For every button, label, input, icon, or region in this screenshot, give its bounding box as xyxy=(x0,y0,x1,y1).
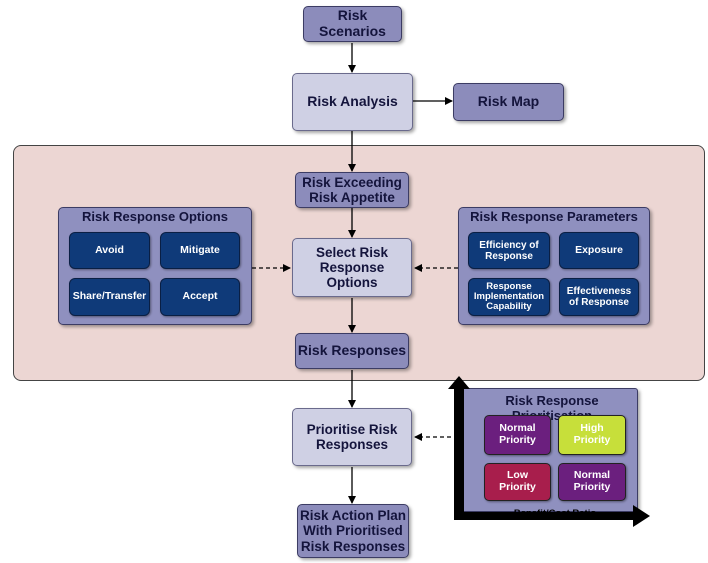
risk-analysis-label: Risk Analysis xyxy=(307,93,398,110)
high-line1: High xyxy=(580,422,604,435)
select-risk-response-options-node: Select Risk Response Options xyxy=(292,238,412,297)
avoid-option: Avoid xyxy=(69,232,150,269)
risk-map-node: Risk Map xyxy=(453,83,564,121)
normal-top-line2: Priority xyxy=(499,434,536,446)
impl-line2: Implementation xyxy=(473,291,545,303)
risk-responses-node: Risk Responses xyxy=(295,333,409,369)
risk-response-parameters-group: Risk Response Parameters Efficiency of R… xyxy=(458,207,650,325)
risk-exceeding-line1: Risk Exceeding xyxy=(302,174,402,190)
x-axis-label: Benefit/Cost Ratio xyxy=(513,508,597,519)
efficiency-line1: Efficiency of xyxy=(479,239,539,251)
risk-exceeding-line2: Risk Appetite xyxy=(309,190,395,205)
x-axis-arrow xyxy=(454,505,650,527)
y-axis-arrow xyxy=(448,376,470,517)
risk-responses-label: Risk Responses xyxy=(297,342,407,359)
risk-exceeding-appetite-node: Risk Exceeding Risk Appetite xyxy=(295,172,409,208)
accept-label: Accept xyxy=(182,290,218,303)
risk-scenarios-node: Risk Scenarios xyxy=(303,6,402,42)
action-line1: Risk Action Plan xyxy=(299,508,407,524)
risk-analysis-node: Risk Analysis xyxy=(292,73,413,131)
normal-priority-top: Normal Priority xyxy=(484,415,551,455)
select-line1: Select Risk xyxy=(315,244,389,260)
mitigate-label: Mitigate xyxy=(180,243,220,256)
normal-top-line1: Normal xyxy=(499,422,536,435)
avoid-label: Avoid xyxy=(95,243,124,256)
efficiency-of-response-param: Efficiency of Response xyxy=(468,232,550,269)
normal-priority-bottom: Normal Priority xyxy=(558,463,626,501)
risk-response-parameters-title: Risk Response Parameters xyxy=(470,209,638,224)
prioritisation-axes xyxy=(448,376,650,527)
high-line2: Priority xyxy=(573,434,611,446)
effect-line2: of Response xyxy=(568,297,629,308)
risk-map-label: Risk Map xyxy=(477,93,540,110)
prioritise-line1: Prioritise Risk xyxy=(306,421,398,437)
select-line2: Response xyxy=(319,259,385,275)
prioritise-risk-responses-node: Prioritise Risk Responses xyxy=(292,408,412,466)
effectiveness-of-response-param: Effectiveness of Response xyxy=(559,278,639,316)
risk-scenarios-label: Risk Scenarios xyxy=(319,7,386,39)
high-priority: High Priority xyxy=(558,415,626,455)
accept-option: Accept xyxy=(160,278,240,316)
effect-line1: Effectiveness xyxy=(566,286,632,297)
impl-line3: Capability xyxy=(486,300,532,312)
prioritise-line2: Responses xyxy=(315,437,389,452)
exposure-label: Exposure xyxy=(575,243,623,256)
impl-line1: Response xyxy=(486,281,532,293)
normal-bottom-line1: Normal xyxy=(573,469,611,482)
efficiency-line2: Response xyxy=(485,250,533,262)
risk-response-options-title: Risk Response Options xyxy=(82,209,228,224)
risk-action-plan-node: Risk Action Plan With Prioritised Risk R… xyxy=(297,504,409,558)
mitigate-option: Mitigate xyxy=(160,232,240,269)
share-transfer-option: Share/Transfer xyxy=(69,278,150,316)
risk-response-prioritisation-panel: Risk Response Prioritisation Normal Prio… xyxy=(458,388,638,512)
exposure-param: Exposure xyxy=(559,232,639,269)
normal-bottom-line2: Priority xyxy=(573,481,611,493)
y-axis-label: Current Risk Level xyxy=(456,409,467,493)
select-line3: Options xyxy=(326,275,378,291)
low-priority: Low Priority xyxy=(484,463,551,501)
risk-response-options-group: Risk Response Options Avoid Mitigate Sha… xyxy=(58,207,252,325)
response-implementation-capability-param: Response Implementation Capability xyxy=(468,278,550,316)
action-line2: With Prioritised xyxy=(303,523,403,539)
low-line2: Priority xyxy=(499,481,536,493)
share-transfer-label: Share/Transfer xyxy=(72,290,147,303)
low-line1: Low xyxy=(507,469,528,482)
action-line3: Risk Responses xyxy=(300,538,406,554)
